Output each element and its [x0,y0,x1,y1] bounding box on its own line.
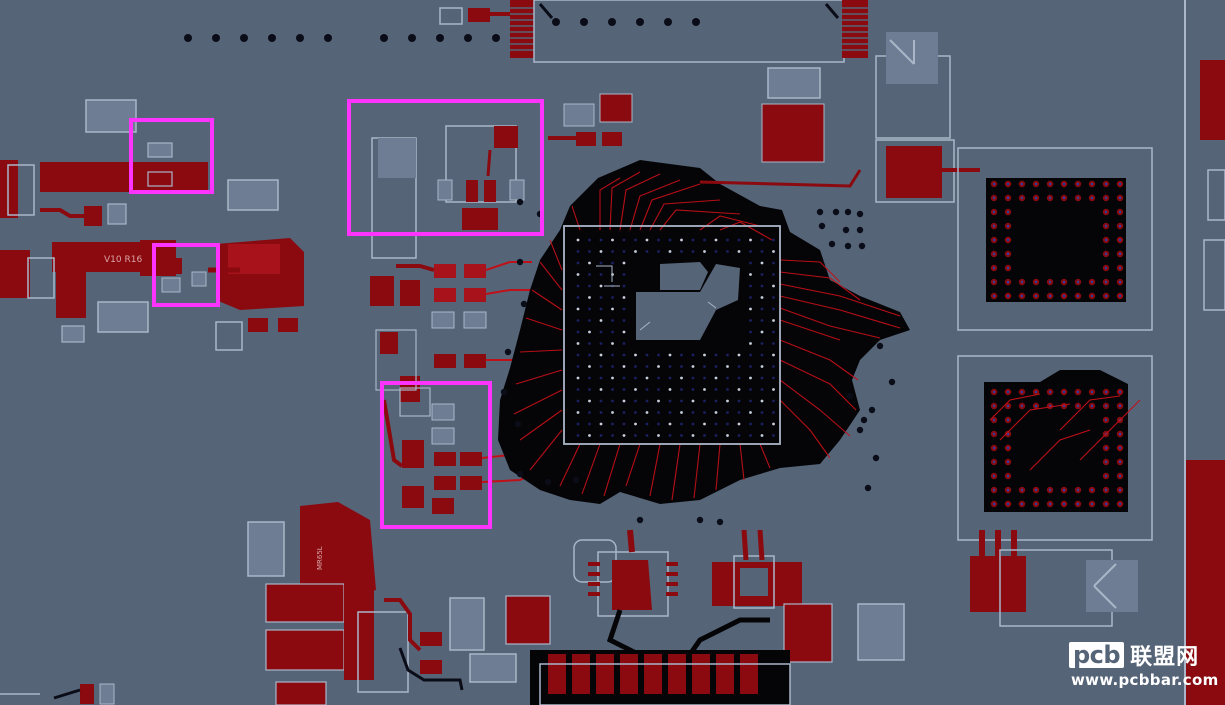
watermark-url: www.pcbbar.com [1071,671,1219,689]
svg-text:MR65L: MR65L [316,546,324,570]
highlight-box-4 [380,381,492,529]
component-ref-label: V10 R16 [104,255,142,265]
middle-left-passives [370,93,633,514]
watermark-logo: pcb 联盟网 [1069,639,1199,671]
highlight-box-2 [152,243,220,307]
bga-ball-grid [576,238,775,437]
watermark-logo-text: pcb [1069,642,1125,668]
memory-chip-2-balls [990,388,1124,508]
highlight-box-3 [347,99,544,236]
bga-fanout-region [498,160,910,504]
highlight-boxes [129,99,544,529]
watermark-brand-name: 联盟网 [1130,645,1200,670]
left-region-components: V10 R16 MR65L [0,0,868,705]
via-field [500,198,896,526]
connector-top-left [510,0,868,63]
highlight-box-1 [129,118,214,194]
bottom-center-components [505,529,905,705]
right-region-components [699,0,1225,705]
memory-chip-1-balls [990,180,1124,300]
watermark: pcb 联盟网 www.pcbbar.com [1069,639,1219,701]
highlighted-parts [147,142,207,293]
